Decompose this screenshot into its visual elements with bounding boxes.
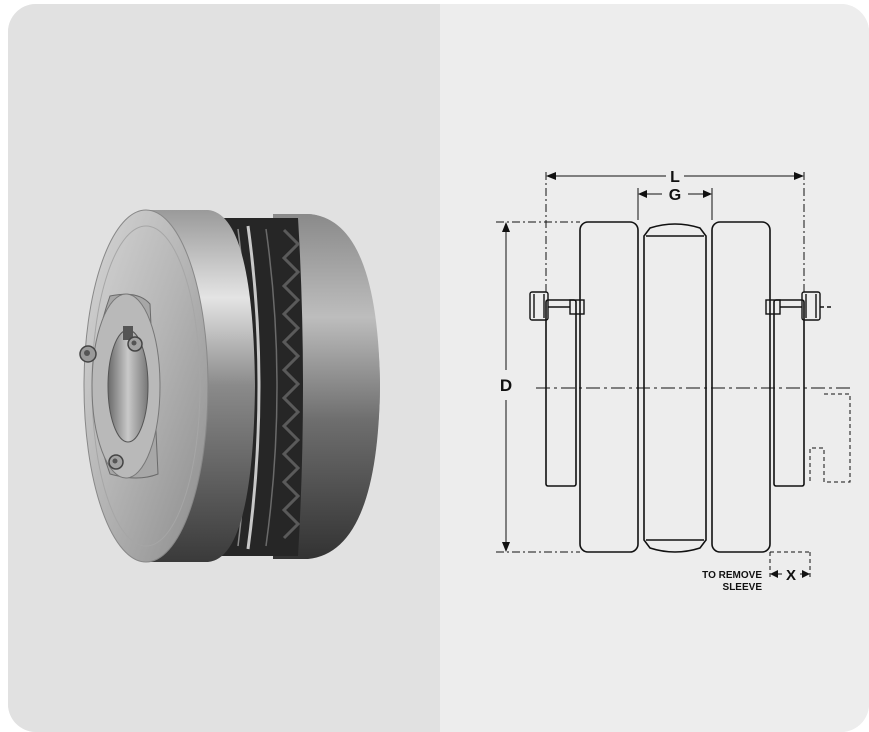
length-label: L (670, 169, 680, 186)
bushing-flange (91, 293, 161, 479)
note-line-2: SLEEVE (723, 582, 763, 593)
removal-clearance-dimension (770, 570, 810, 578)
cap-screws (79, 336, 143, 470)
coupling-photo (79, 209, 380, 563)
coupling-outline (545, 221, 805, 553)
note-line-1: TO REMOVE (702, 570, 762, 581)
sleeve-removal-path (769, 393, 851, 579)
photo-panel (8, 4, 440, 732)
removal-clearance-label: X (786, 567, 796, 584)
diameter-dimension (496, 221, 580, 553)
gap-label: G (669, 187, 681, 204)
diameter-label: D (500, 376, 512, 395)
dimension-drawing: L G D (496, 169, 854, 593)
length-dimension (545, 172, 805, 294)
gap-dimension (637, 188, 713, 220)
bolts (529, 291, 832, 321)
dimension-drawing-panel: L G D (440, 4, 869, 732)
product-card: L G D (8, 4, 869, 732)
